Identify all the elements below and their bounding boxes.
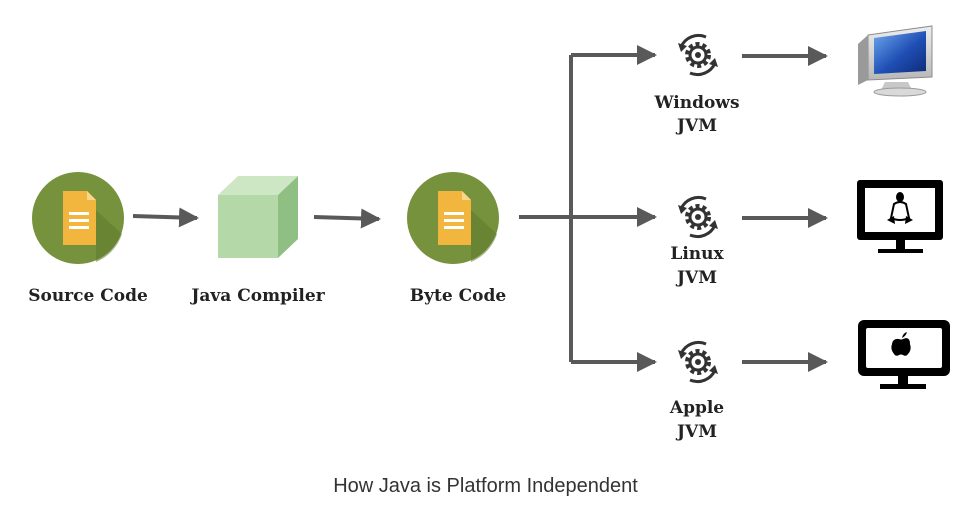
gear-icon [676,195,720,239]
byte-code-node: Byte Code [407,172,506,306]
apple-logo-icon [891,332,911,356]
apple-monitor-icon [858,320,950,389]
source-code-label: Source Code [28,286,148,306]
gear-icon [676,33,720,77]
byte-code-shadow [471,210,497,262]
apple-jvm-node: Apple JVM [669,340,724,442]
apple-jvm-label-line2: JVM [675,422,717,442]
document-icon [63,191,96,245]
java-compiler-node: Java Compiler [189,176,326,306]
windows-jvm-label-line2: JVM [675,116,717,136]
linux-jvm-label-line1: Linux [670,244,724,264]
arrow-compiler-to-bytecode [313,208,381,229]
windows-jvm-label-line1: Windows [653,93,739,113]
linux-jvm-node: Linux JVM [670,195,724,288]
linux-jvm-label-line2: JVM [675,268,717,288]
cube-icon [218,176,298,258]
apple-jvm-label-line1: Apple [669,398,724,418]
windows-monitor-icon [858,25,933,97]
document-icon [438,191,471,245]
figure-caption: How Java is Platform Independent [333,475,638,497]
windows-jvm-node: Windows JVM [653,33,740,136]
source-code-node: Source Code [28,172,148,306]
gear-icon [676,340,720,384]
branch-connectors [519,45,657,372]
linux-monitor-icon [857,180,943,253]
source-code-shadow [96,210,122,262]
java-compiler-label: Java Compiler [189,286,325,306]
tux-icon [887,192,913,224]
arrow-source-to-compiler [132,207,199,228]
byte-code-label: Byte Code [410,286,507,306]
